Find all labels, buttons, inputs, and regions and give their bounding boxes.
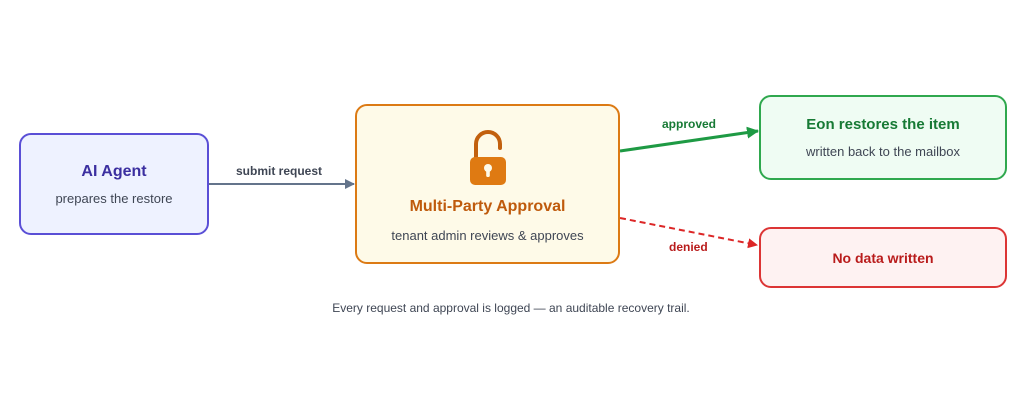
- ai-agent-node: AI Agent prepares the restore: [19, 133, 209, 235]
- multi-party-approval-title: Multi-Party Approval: [409, 198, 566, 215]
- denied-label: denied: [669, 240, 708, 254]
- multi-party-approval-subtitle: tenant admin reviews & approves: [391, 228, 584, 243]
- denied-arrow: [619, 217, 758, 249]
- approved-label: approved: [662, 117, 717, 131]
- ai-agent-subtitle: prepares the restore: [55, 190, 173, 206]
- eon-restores-title: Eon restores the item: [806, 116, 960, 133]
- no-data-written-node: No data written: [759, 227, 1007, 288]
- no-data-written-title: No data written: [832, 249, 934, 266]
- audit-trail-note: Every request and approval is logged — a…: [332, 301, 690, 315]
- multi-party-approval-node: Multi-Party Approval tenant admin review…: [355, 104, 620, 264]
- ai-agent-title: AI Agent: [81, 162, 147, 180]
- submit-request-label: submit request: [236, 164, 323, 178]
- unlocked-padlock-icon: [469, 130, 506, 185]
- eon-restores-subtitle: written back to the mailbox: [806, 144, 960, 159]
- approved-arrow: [619, 126, 759, 153]
- eon-restores-node: Eon restores the item written back to th…: [759, 95, 1007, 180]
